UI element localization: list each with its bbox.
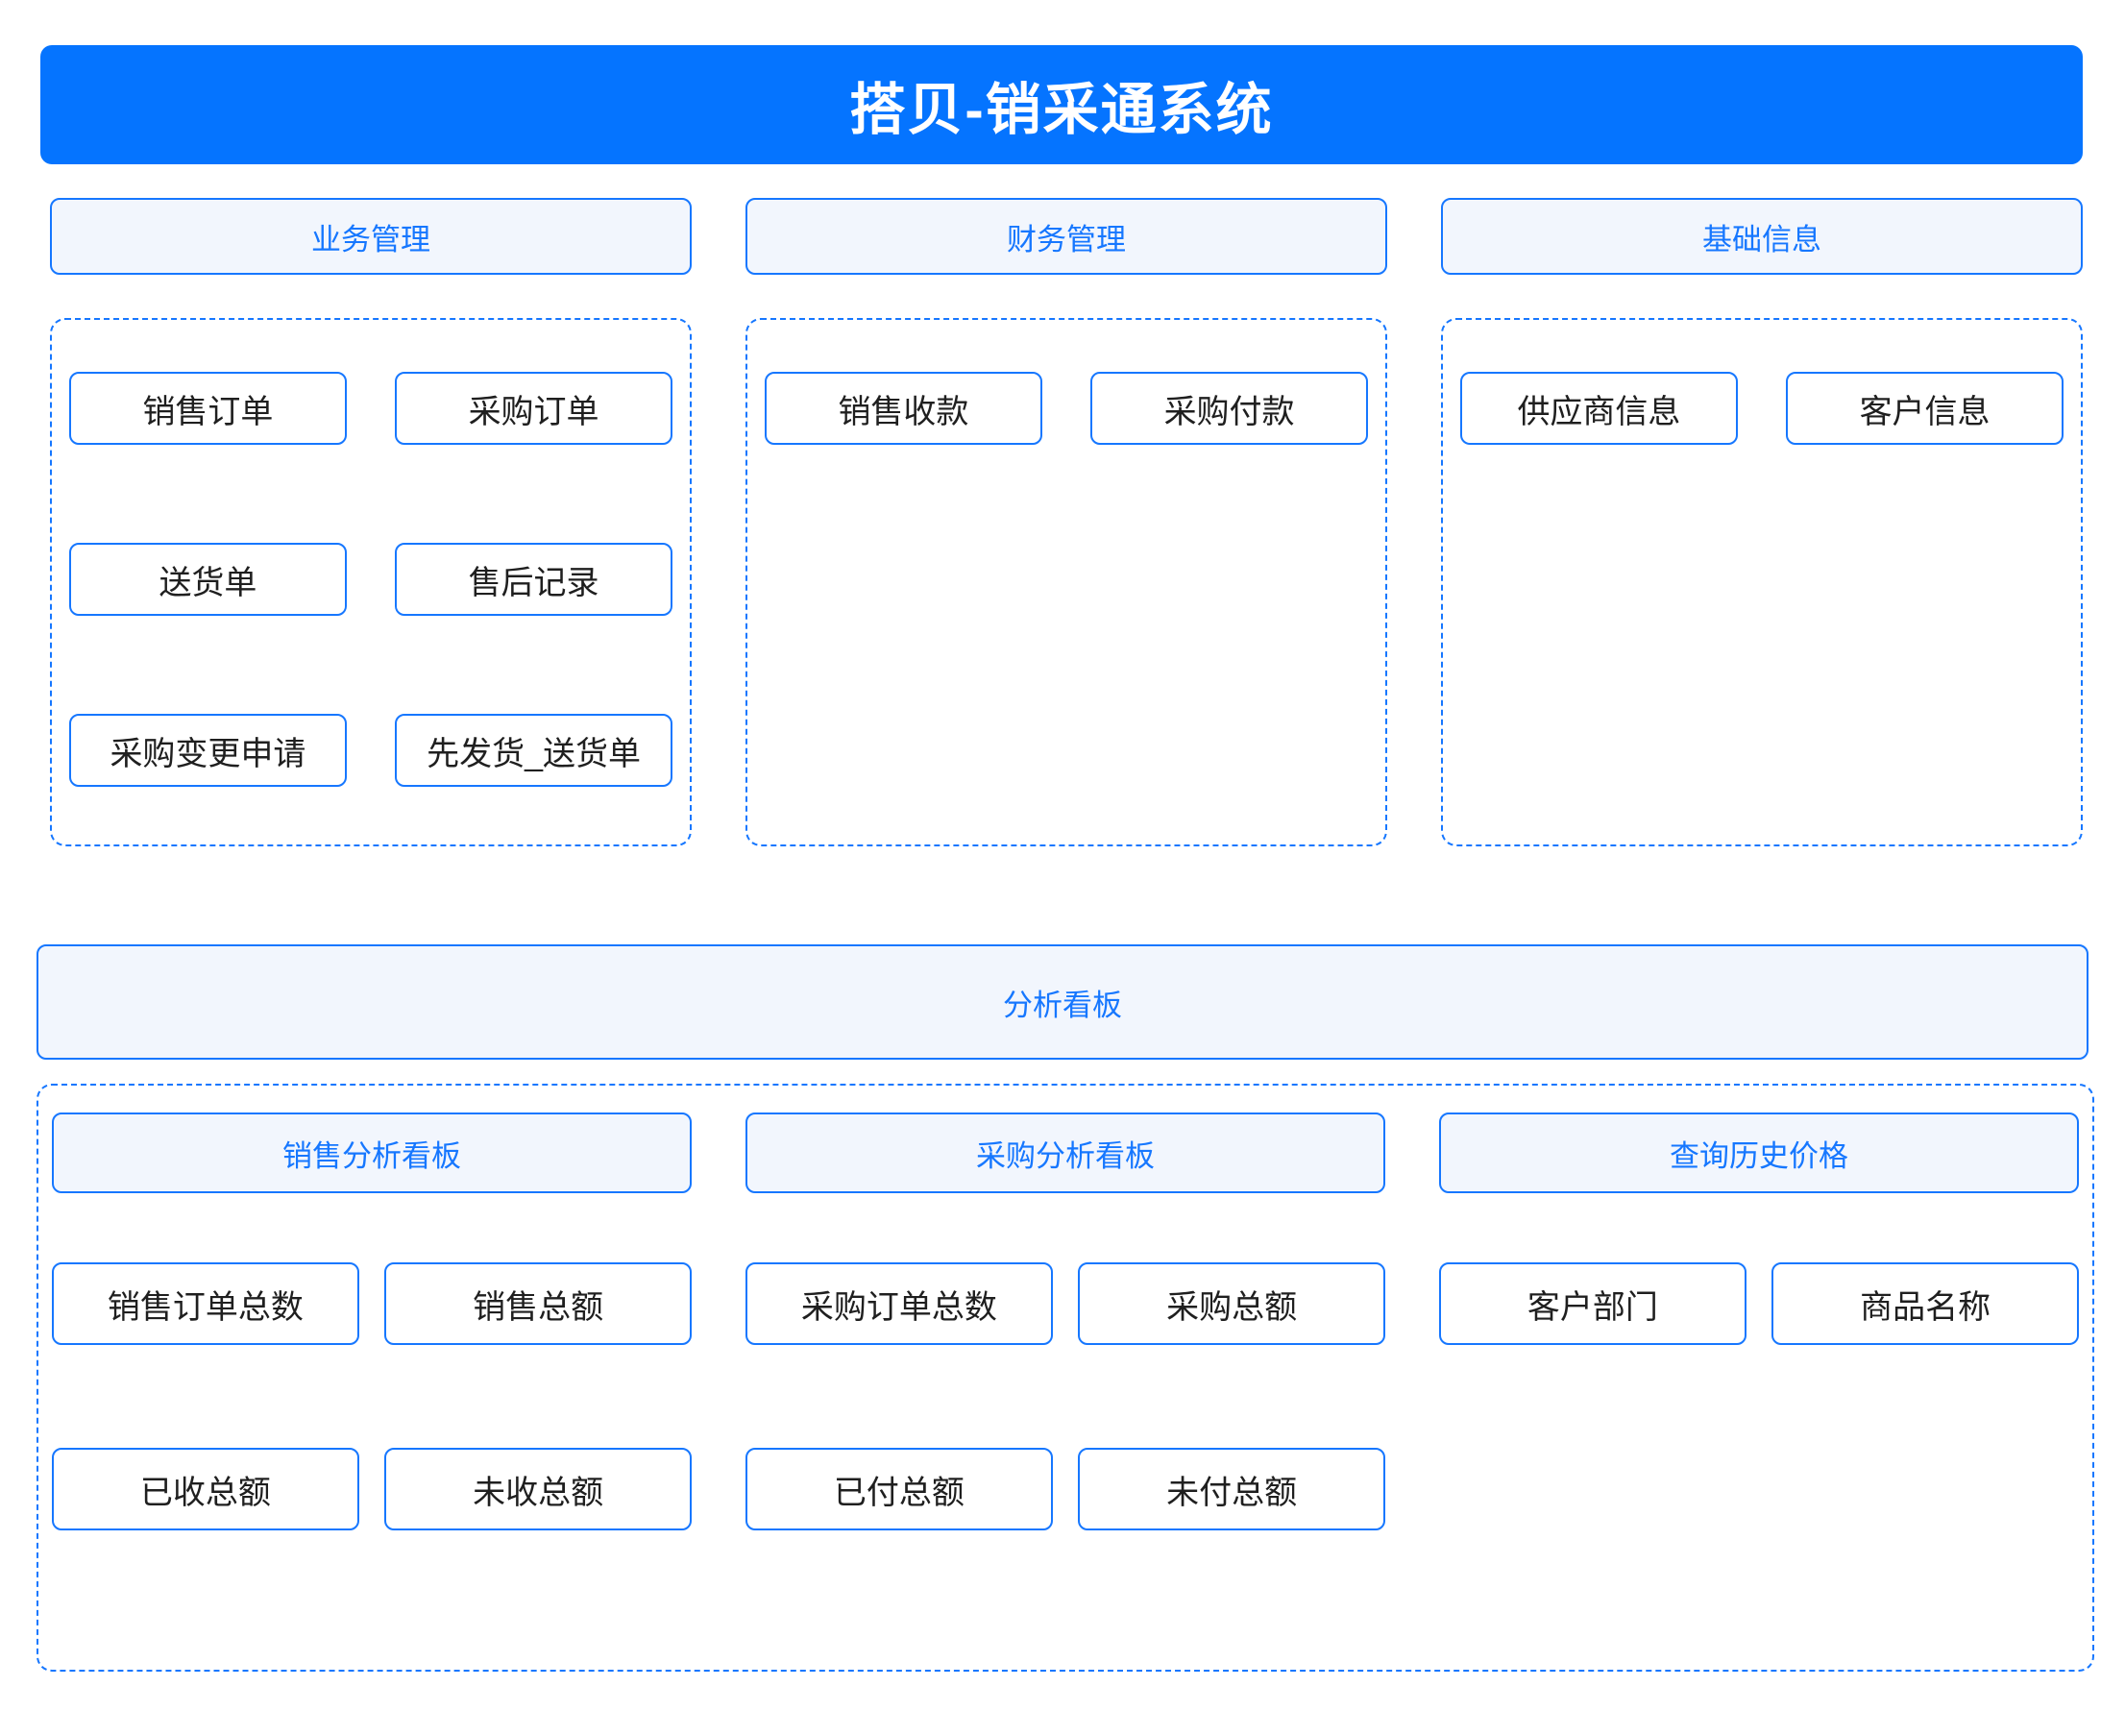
item-sales-order[interactable]: 销售订单 (69, 372, 347, 445)
button-row: 销售订单总数 销售总额 (52, 1262, 692, 1345)
item-total-sales-orders[interactable]: 销售订单总数 (52, 1262, 359, 1345)
button-row: 客户部门 商品名称 (1439, 1262, 2079, 1345)
app-title: 搭贝-销采通系统 (849, 79, 1274, 141)
button-row: 采购订单总数 采购总额 (745, 1262, 1385, 1345)
button-row: 销售收款 采购付款 (765, 372, 1368, 445)
section-header-finance: 财务管理 (745, 198, 1387, 275)
section-business: 业务管理 销售订单 采购订单 送货单 售后记录 采购变更申请 先发货_送货单 (50, 198, 692, 846)
subsection-header-history-price: 查询历史价格 (1439, 1113, 2079, 1193)
item-total-unreceived-amount[interactable]: 未收总额 (384, 1448, 692, 1530)
item-customer-info[interactable]: 客户信息 (1786, 372, 2064, 445)
item-sales-receipt[interactable]: 销售收款 (765, 372, 1042, 445)
button-row: 供应商信息 客户信息 (1460, 372, 2064, 445)
subsection-history-price: 查询历史价格 客户部门 商品名称 (1439, 1113, 2079, 1530)
section-body-finance: 销售收款 采购付款 (745, 318, 1387, 846)
item-purchase-payment[interactable]: 采购付款 (1090, 372, 1368, 445)
item-purchase-order[interactable]: 采购订单 (395, 372, 672, 445)
button-row: 销售订单 采购订单 (69, 372, 672, 445)
section-finance: 财务管理 销售收款 采购付款 (745, 198, 1387, 846)
item-total-sales-amount[interactable]: 销售总额 (384, 1262, 692, 1345)
subsection-header-purchase-analysis: 采购分析看板 (745, 1113, 1385, 1193)
item-total-paid-amount[interactable]: 已付总额 (745, 1448, 1053, 1530)
item-total-purchase-amount[interactable]: 采购总额 (1078, 1262, 1385, 1345)
subsection-header-sales-analysis: 销售分析看板 (52, 1113, 692, 1193)
section-header-basic-info: 基础信息 (1441, 198, 2083, 275)
section-body-business: 销售订单 采购订单 送货单 售后记录 采购变更申请 先发货_送货单 (50, 318, 692, 846)
app-title-bar: 搭贝-销采通系统 (40, 45, 2083, 164)
item-total-received-amount[interactable]: 已收总额 (52, 1448, 359, 1530)
item-purchase-change-request[interactable]: 采购变更申请 (69, 714, 347, 787)
dashboard-columns: 销售分析看板 销售订单总数 销售总额 已收总额 未收总额 采购分析看板 采购订单… (52, 1113, 2079, 1530)
item-total-purchase-orders[interactable]: 采购订单总数 (745, 1262, 1053, 1345)
section-body-basic-info: 供应商信息 客户信息 (1441, 318, 2083, 846)
section-basic-info: 基础信息 供应商信息 客户信息 (1441, 198, 2083, 846)
item-customer-department[interactable]: 客户部门 (1439, 1262, 1746, 1345)
item-total-unpaid-amount[interactable]: 未付总额 (1078, 1448, 1385, 1530)
section-header-business: 业务管理 (50, 198, 692, 275)
button-row: 送货单 售后记录 (69, 543, 672, 616)
button-row: 已付总额 未付总额 (745, 1448, 1385, 1530)
item-after-sales-record[interactable]: 售后记录 (395, 543, 672, 616)
button-row: 采购变更申请 先发货_送货单 (69, 714, 672, 787)
item-supplier-info[interactable]: 供应商信息 (1460, 372, 1738, 445)
dashboard-container: 销售分析看板 销售订单总数 销售总额 已收总额 未收总额 采购分析看板 采购订单… (37, 1084, 2094, 1672)
category-columns: 业务管理 销售订单 采购订单 送货单 售后记录 采购变更申请 先发货_送货单 财… (50, 198, 2083, 846)
item-delivery-note[interactable]: 送货单 (69, 543, 347, 616)
subsection-sales-analysis: 销售分析看板 销售订单总数 销售总额 已收总额 未收总额 (52, 1113, 692, 1530)
item-ship-first-delivery-note[interactable]: 先发货_送货单 (395, 714, 672, 787)
item-product-name[interactable]: 商品名称 (1771, 1262, 2079, 1345)
subsection-purchase-analysis: 采购分析看板 采购订单总数 采购总额 已付总额 未付总额 (745, 1113, 1385, 1530)
dashboard-header: 分析看板 (37, 944, 2088, 1060)
button-row: 已收总额 未收总额 (52, 1448, 692, 1530)
